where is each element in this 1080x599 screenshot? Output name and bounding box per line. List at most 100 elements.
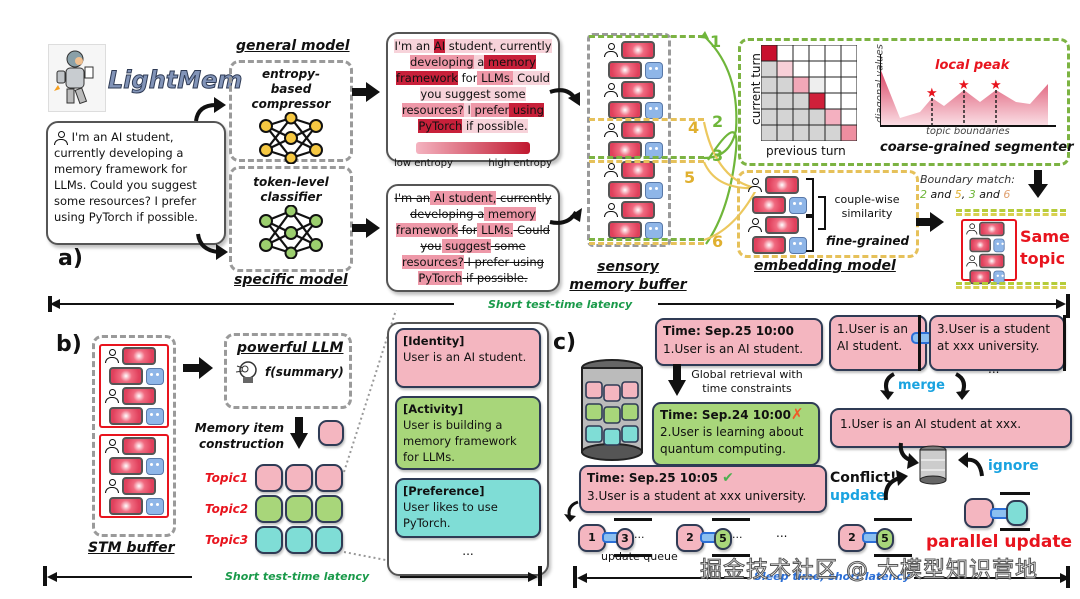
matrix-cell bbox=[824, 45, 842, 62]
embedding-title: embedding model bbox=[754, 258, 896, 274]
embedding-box bbox=[737, 170, 919, 258]
message-icon bbox=[969, 237, 991, 253]
user-icon bbox=[105, 439, 119, 453]
match-and: and bbox=[975, 188, 1004, 201]
neural-network-icon bbox=[259, 204, 323, 260]
database-icon bbox=[917, 445, 949, 485]
matrix-cell bbox=[808, 76, 826, 94]
memory-card-text: User likes to use PyTorch. bbox=[403, 500, 498, 530]
right-arrow-icon bbox=[352, 218, 380, 238]
kept-token: suggest bbox=[441, 239, 491, 253]
dropped-token: some bbox=[490, 239, 526, 253]
memory-item bbox=[255, 463, 283, 492]
diagonal-values-chart: ★★★ bbox=[880, 54, 1056, 127]
conflict-label: Conflict! bbox=[830, 470, 897, 486]
message-icon bbox=[122, 477, 156, 495]
curved-arrow-icon bbox=[196, 233, 228, 260]
entropy-token: Could bbox=[513, 71, 550, 85]
matrix-cell bbox=[808, 92, 826, 110]
user-icon bbox=[604, 203, 618, 217]
entropy-token: student, bbox=[445, 39, 497, 53]
entropy-token: prefer bbox=[470, 103, 510, 117]
right-arrow-icon bbox=[183, 357, 213, 379]
bot-icon bbox=[645, 61, 663, 79]
entry-time: Time: Sep.25 10:05 bbox=[587, 471, 718, 485]
dropped-token: I'm an bbox=[394, 191, 431, 205]
kept-token: AI student, bbox=[430, 191, 497, 205]
user-message-text: I'm an AI student, currently developing … bbox=[54, 130, 198, 224]
matrix-cell bbox=[808, 124, 826, 141]
kept-token: resources? bbox=[402, 255, 464, 269]
message-icon bbox=[122, 387, 156, 405]
matrix-cell bbox=[808, 45, 826, 62]
entropy-token: I'm an bbox=[394, 39, 434, 53]
user-icon bbox=[748, 178, 762, 192]
entry-time: Time: Sep.24 10:00 bbox=[660, 408, 791, 422]
green-segment-3 bbox=[589, 238, 704, 241]
matrix-cell bbox=[808, 108, 826, 126]
stm-buffer-title: STM buffer bbox=[88, 540, 175, 556]
memory-database-icon bbox=[577, 358, 647, 464]
green-segment-2 bbox=[589, 156, 704, 159]
timeline-end-marker bbox=[1066, 294, 1070, 318]
matrix-cell bbox=[776, 45, 794, 62]
memory-item bbox=[315, 494, 343, 523]
message-icon bbox=[979, 221, 1005, 237]
left-arrow-head-icon bbox=[50, 299, 60, 309]
right-arrow-head-icon bbox=[528, 572, 538, 582]
bot-icon bbox=[146, 367, 164, 385]
bot-icon bbox=[789, 196, 807, 214]
matrix-cell bbox=[824, 108, 842, 126]
message-icon bbox=[621, 121, 655, 139]
dropped-token: for bbox=[457, 223, 478, 237]
llm-function: f(summary) bbox=[265, 365, 344, 379]
matrix-cell bbox=[824, 76, 842, 94]
boundary-number: 6 bbox=[712, 232, 724, 251]
parallel-update-label: parallel update bbox=[926, 532, 1072, 552]
fine-grained-label: fine-grained bbox=[826, 234, 910, 248]
matrix-cell bbox=[824, 92, 842, 110]
watermark: 掘金技术社区 @ 大模型知识营地 bbox=[700, 558, 1038, 584]
entropy-token: a bbox=[473, 55, 485, 69]
bot-icon bbox=[645, 221, 663, 239]
match-number: 2 bbox=[920, 188, 927, 201]
update-label: update bbox=[830, 488, 886, 504]
down-arrow-icon bbox=[668, 364, 686, 396]
entry-text: 1.User is an AI student. bbox=[663, 342, 804, 356]
chart-xlabel: topic boundaries bbox=[926, 126, 1010, 137]
same-topic-box bbox=[961, 219, 1017, 285]
reject-x-icon: ✗ bbox=[790, 405, 804, 423]
merged-card: 1.User is an AI student at xxx. bbox=[830, 408, 1072, 448]
dropped-token: using bbox=[509, 255, 544, 269]
bracket bbox=[806, 178, 814, 218]
boundary-number: 1 bbox=[710, 32, 722, 51]
coarse-segmenter-box bbox=[738, 38, 1070, 166]
memory-entry-3: Time: Sep.25 10:05 ✔ 3.User is a student… bbox=[579, 465, 827, 513]
memory-card-preference: [Preference]User likes to use PyTorch. bbox=[395, 478, 541, 538]
entry-text: 2.User is learning about quantum computi… bbox=[660, 425, 804, 456]
same-topic-label: Same topic bbox=[1020, 227, 1070, 268]
matrix-cell bbox=[776, 60, 794, 78]
ignore-label: ignore bbox=[988, 458, 1039, 474]
peak-star-icon: ★ bbox=[958, 78, 970, 93]
matrix-cell bbox=[840, 76, 857, 94]
stm-topic-group bbox=[99, 344, 169, 428]
matrix-cell bbox=[824, 124, 842, 141]
user-icon bbox=[105, 349, 119, 363]
right-arrow-icon bbox=[352, 82, 380, 102]
message-icon bbox=[765, 176, 799, 194]
topic-label: Topic1 bbox=[205, 470, 249, 485]
stm-buffer-box bbox=[92, 335, 176, 537]
dropped-token: Could you bbox=[420, 223, 550, 253]
user-icon bbox=[105, 479, 119, 493]
bot-icon bbox=[645, 101, 663, 119]
user-icon bbox=[748, 218, 762, 232]
divider bbox=[874, 518, 912, 521]
specific-model-subtitle: token-level classifier bbox=[253, 175, 329, 204]
memory-card-tag: [Identity] bbox=[403, 334, 465, 348]
memory-item: 2 bbox=[676, 524, 704, 552]
memory-item: 3 bbox=[616, 528, 634, 550]
entry-text: 3.User is a student at xxx university. bbox=[587, 489, 807, 503]
memory-card-tag: [Activity] bbox=[403, 402, 464, 416]
